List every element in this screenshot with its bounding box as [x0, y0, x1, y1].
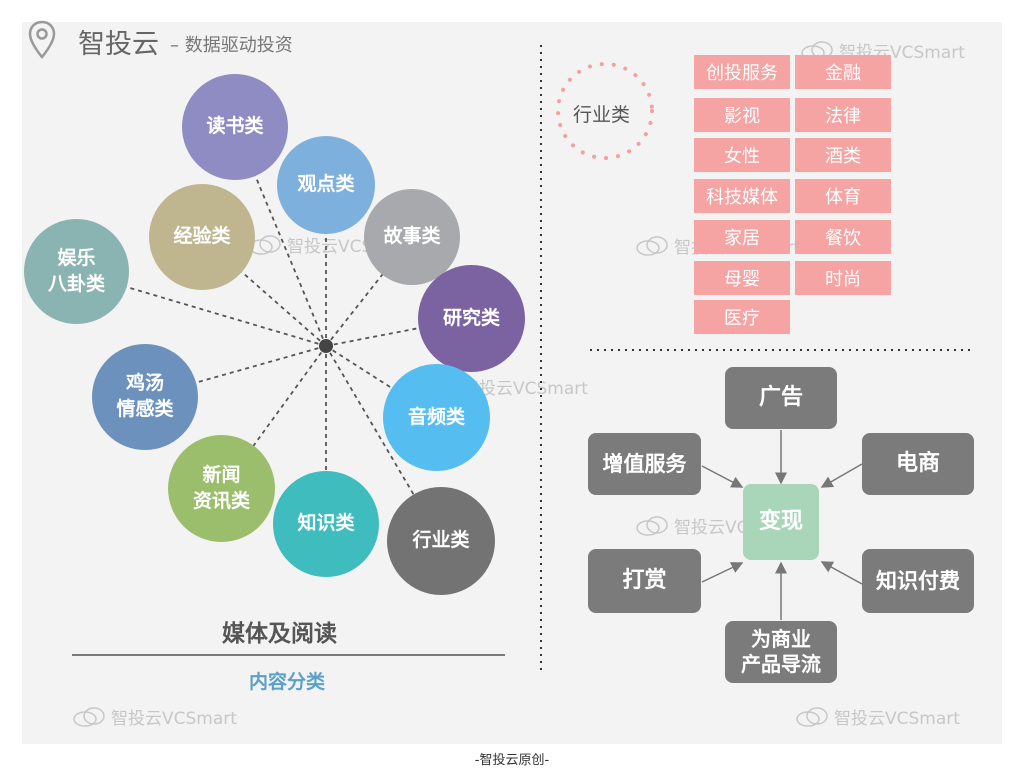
category-circle: 鸡汤 情感类: [92, 344, 198, 450]
footer-credit: -智投云原创-: [474, 753, 550, 768]
category-circle: 行业类: [387, 487, 495, 595]
monetization-center-node: 变现: [743, 484, 819, 560]
watermark-text: 智投云VCSmart: [834, 709, 960, 729]
arrow: [820, 463, 863, 488]
category-circle: 娱乐 八卦类: [24, 219, 129, 324]
content-classification-label: 内容分类: [249, 671, 326, 693]
cloud-logo-icon: [73, 706, 105, 727]
watermark: 智投云VCSmart: [462, 374, 588, 399]
category-circle: 经验类: [149, 184, 255, 290]
product-traffic-node: 为商业 产品导流: [725, 621, 837, 683]
watermark: 智投云VCSmart: [72, 704, 237, 729]
category-circle: 故事类: [364, 189, 460, 285]
industry-tag: 金融: [795, 55, 891, 89]
category-circle: 音频类: [383, 364, 490, 471]
industry-tag: 科技媒体: [694, 179, 790, 213]
industry-tag: 影视: [694, 98, 790, 132]
brand-title: 智投云: [78, 29, 159, 60]
category-label: 娱乐 八卦类: [47, 246, 105, 295]
category-circle: 知识类: [273, 471, 379, 577]
category-label: 读书类: [206, 115, 264, 138]
category-circle: 新闻 资讯类: [168, 435, 275, 542]
cloud-logo-icon: [636, 515, 668, 536]
value-added-service-node: 增值服务: [588, 433, 701, 495]
ad-node: 广告: [725, 367, 837, 429]
watermark: 智投云VCSmart: [795, 704, 960, 729]
hub-dot: [319, 339, 333, 353]
industry-tag: 体育: [795, 179, 891, 213]
industry-dotted-ring: [556, 62, 654, 160]
category-label: 经验类: [173, 225, 231, 248]
cloud-logo-icon: [796, 706, 828, 727]
category-circle: 读书类: [182, 74, 288, 180]
industry-tag: 创投服务: [694, 55, 790, 89]
industry-tag: 家居: [694, 220, 790, 254]
cloud-logo-icon: [636, 235, 668, 256]
category-label: 故事类: [383, 225, 441, 248]
paid-knowledge-node: 知识付费: [862, 549, 974, 613]
industry-tag: 酒类: [795, 138, 891, 172]
connector: [325, 345, 438, 418]
bizmodel-arrows: [701, 430, 863, 620]
arrow: [820, 561, 863, 585]
location-pin-icon: [28, 20, 56, 59]
category-label: 音频类: [407, 405, 465, 428]
industry-tag: 餐饮: [795, 220, 891, 254]
category-circle: 研究类: [418, 265, 525, 372]
category-label: 新闻 资讯类: [192, 463, 250, 512]
brand-subtitle: – 数据驱动投资: [170, 35, 293, 56]
industry-tag: 母婴: [694, 261, 790, 295]
tip-node: 打赏: [588, 549, 701, 613]
watermark-text: 智投云VCSmart: [462, 379, 588, 399]
media-reading-label: 媒体及阅读: [222, 621, 337, 647]
ecommerce-node: 电商: [862, 433, 974, 495]
category-label: 研究类: [442, 306, 500, 329]
category-circle: 观点类: [277, 136, 375, 234]
industry-tag: 时尚: [795, 261, 891, 295]
category-label: 知识类: [297, 512, 355, 535]
industry-tag: 法律: [795, 98, 891, 132]
connector: [325, 345, 442, 542]
category-label: 鸡汤 情感类: [116, 372, 174, 420]
industry-label: 行业类: [573, 104, 631, 126]
watermark-text: 智投云VCSmart: [111, 709, 237, 729]
industry-tag: 医疗: [694, 300, 790, 334]
industry-tag: 女性: [694, 138, 790, 172]
category-label: 观点类: [297, 173, 355, 196]
category-label: 行业类: [412, 529, 470, 552]
arrow: [701, 562, 744, 583]
arrow: [701, 465, 744, 488]
